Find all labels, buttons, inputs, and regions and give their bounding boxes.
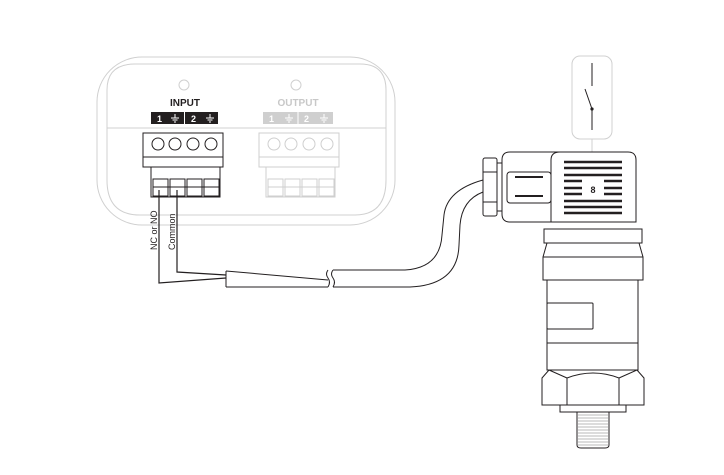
output-terminal-block [258, 132, 340, 198]
input-terminal-1: 1 [157, 114, 162, 124]
wire-label-nc-no: NC or NO [149, 210, 159, 250]
input-terminal-block [142, 132, 224, 198]
input-label: INPUT [170, 98, 200, 109]
wires [158, 190, 227, 284]
thread [578, 414, 608, 446]
connector-digit: 8 [590, 185, 595, 195]
ground-icon [285, 114, 328, 123]
output-label: OUTPUT [277, 98, 318, 109]
output-terminal-1: 1 [269, 114, 274, 124]
output-terminal-2: 2 [304, 114, 309, 124]
cable [225, 179, 484, 288]
device-housing [96, 56, 396, 226]
ground-icon [171, 114, 214, 123]
pressure-sensor-body [541, 228, 645, 449]
switch-symbol [571, 55, 613, 152]
input-terminal-2: 2 [191, 114, 196, 124]
output-terminal-labels: 1 2 [263, 112, 333, 124]
sensor-connector [482, 151, 637, 223]
input-terminal-labels: 1 2 [151, 112, 218, 124]
wire-label-common: Common [167, 213, 177, 250]
